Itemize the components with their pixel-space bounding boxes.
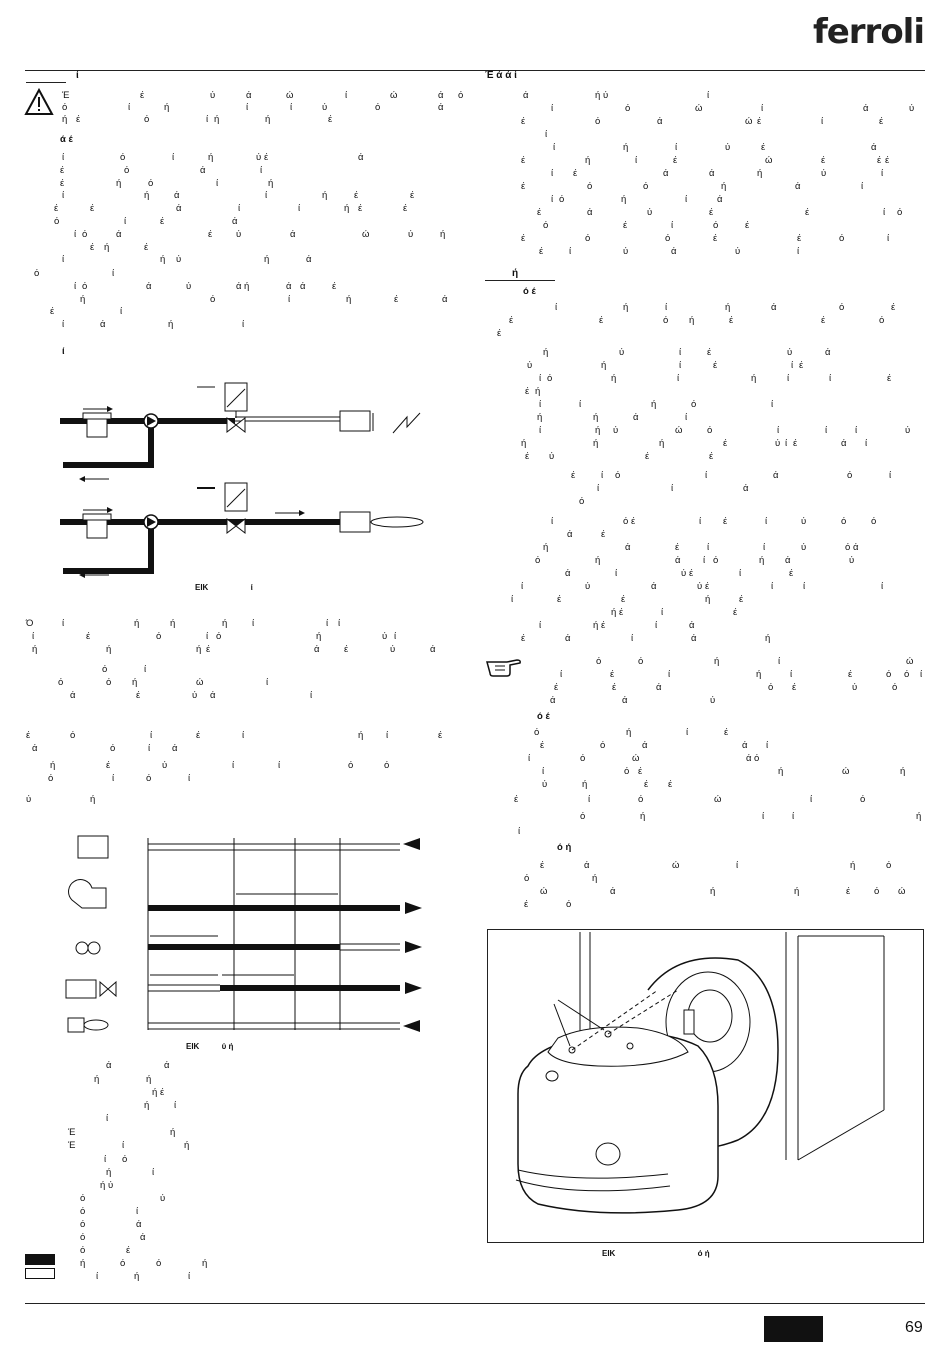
brand-logo: ferroli <box>812 12 925 52</box>
right-heading: Έ ά ά ί <box>485 70 517 81</box>
left-subheading: ί <box>62 346 65 357</box>
figure-label-a: ΕΙΚ ί <box>195 583 253 592</box>
left-heading: ί <box>76 70 79 81</box>
burner-illustration <box>515 932 885 1214</box>
figure-label-b: ΕΙΚ ύ ή <box>186 1042 234 1051</box>
sub-heading-3: ό ή <box>557 842 572 853</box>
page-tab-block <box>764 1316 823 1342</box>
figure-label-c: ΕΙΚ ό ή <box>602 1249 710 1258</box>
sub-heading-2: ό έ <box>537 711 550 722</box>
section-underline <box>485 280 555 281</box>
warning-subheading: ά έ <box>60 134 73 145</box>
hydraulic-schematic <box>60 382 424 578</box>
legend-block-white <box>25 1268 55 1279</box>
warning-icon <box>24 88 54 115</box>
legend-block-black <box>25 1254 55 1265</box>
section-heading: ή <box>512 268 519 279</box>
page-number: 69 <box>905 1319 923 1336</box>
header-rule <box>25 70 925 71</box>
timing-diagram <box>65 835 422 1033</box>
burner-figure-frame <box>487 929 924 1243</box>
pointing-hand-icon <box>486 659 521 677</box>
sub-heading: ό έ <box>523 286 536 297</box>
heading-underline <box>26 82 66 83</box>
footer-rule <box>25 1303 925 1304</box>
